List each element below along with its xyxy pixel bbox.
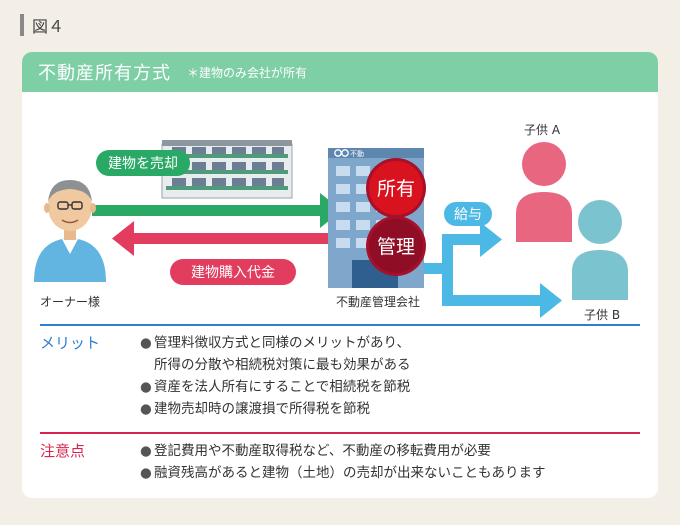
merit-title: メリット	[40, 334, 101, 352]
panel-header: 不動産所有方式 ＊建物のみ会社が所有	[22, 52, 658, 92]
merit-item: ●管理料徴収方式と同様のメリットがあり、	[140, 335, 410, 351]
merit-section: メリット ●管理料徴収方式と同様のメリットがあり、 所得の分散や相続税対策に最も…	[40, 332, 640, 428]
manage-badge: 管理	[366, 216, 426, 276]
child-a-label: 子供 A	[524, 123, 561, 137]
merit-list: ●管理料徴収方式と同様のメリットがあり、 所得の分散や相続税対策に最も効果がある…	[140, 332, 411, 420]
child-a-icon	[516, 142, 572, 242]
apartment-icon	[161, 140, 293, 199]
flow-diagram: 建物を売却 建物購入代金 オーナー様	[34, 123, 628, 322]
payment-label-badge: 建物購入代金	[170, 259, 296, 285]
child-b-icon	[572, 200, 628, 300]
own-label: 所有	[377, 178, 415, 200]
own-badge: 所有	[366, 158, 426, 218]
company-label: 不動産管理会社	[336, 294, 420, 309]
salary-arrow	[424, 222, 562, 318]
caution-divider	[40, 432, 640, 434]
merit-divider	[40, 324, 640, 326]
caution-section: 注意点 ●登記費用や不動産取得税など、不動産の移転費用が必要 ●融資残高があると…	[40, 440, 640, 490]
sell-label: 建物を売却	[108, 156, 178, 172]
payment-label: 建物購入代金	[191, 265, 275, 281]
person-owner-icon	[34, 180, 106, 282]
merit-item: ●建物売却時の譲渡損で所得税を節税	[140, 401, 370, 417]
salary-label-badge: 給与	[444, 202, 492, 226]
figure-label: 図４	[20, 14, 64, 36]
owner-label: オーナー様	[40, 295, 100, 309]
diagram-panel: 不動産所有方式 ＊建物のみ会社が所有 建物を売却	[22, 52, 658, 498]
sell-label-badge: 建物を売却	[96, 150, 190, 176]
caution-list: ●登記費用や不動産取得税など、不動産の移転費用が必要 ●融資残高があると建物（土…	[140, 440, 546, 484]
panel-title: 不動産所有方式	[38, 63, 171, 84]
manage-label: 管理	[377, 236, 415, 258]
figure-label-bar	[20, 14, 24, 36]
merit-item: ●資産を法人所有にすることで相続税を節税	[140, 379, 411, 395]
figure-label-text: 図４	[32, 17, 65, 36]
merit-item-continuation: 所得の分散や相続税対策に最も効果がある	[154, 357, 411, 373]
payment-arrow	[112, 221, 342, 256]
salary-label: 給与	[454, 207, 482, 223]
caution-item: ●登記費用や不動産取得税など、不動産の移転費用が必要	[140, 443, 491, 459]
panel-note: ＊建物のみ会社が所有	[187, 65, 308, 80]
child-b-label: 子供 B	[584, 308, 620, 322]
caution-title: 注意点	[40, 442, 86, 460]
building-sign: 不動	[350, 149, 364, 158]
caution-item: ●融資残高があると建物（土地）の売却が出来ないこともあります	[140, 465, 546, 481]
